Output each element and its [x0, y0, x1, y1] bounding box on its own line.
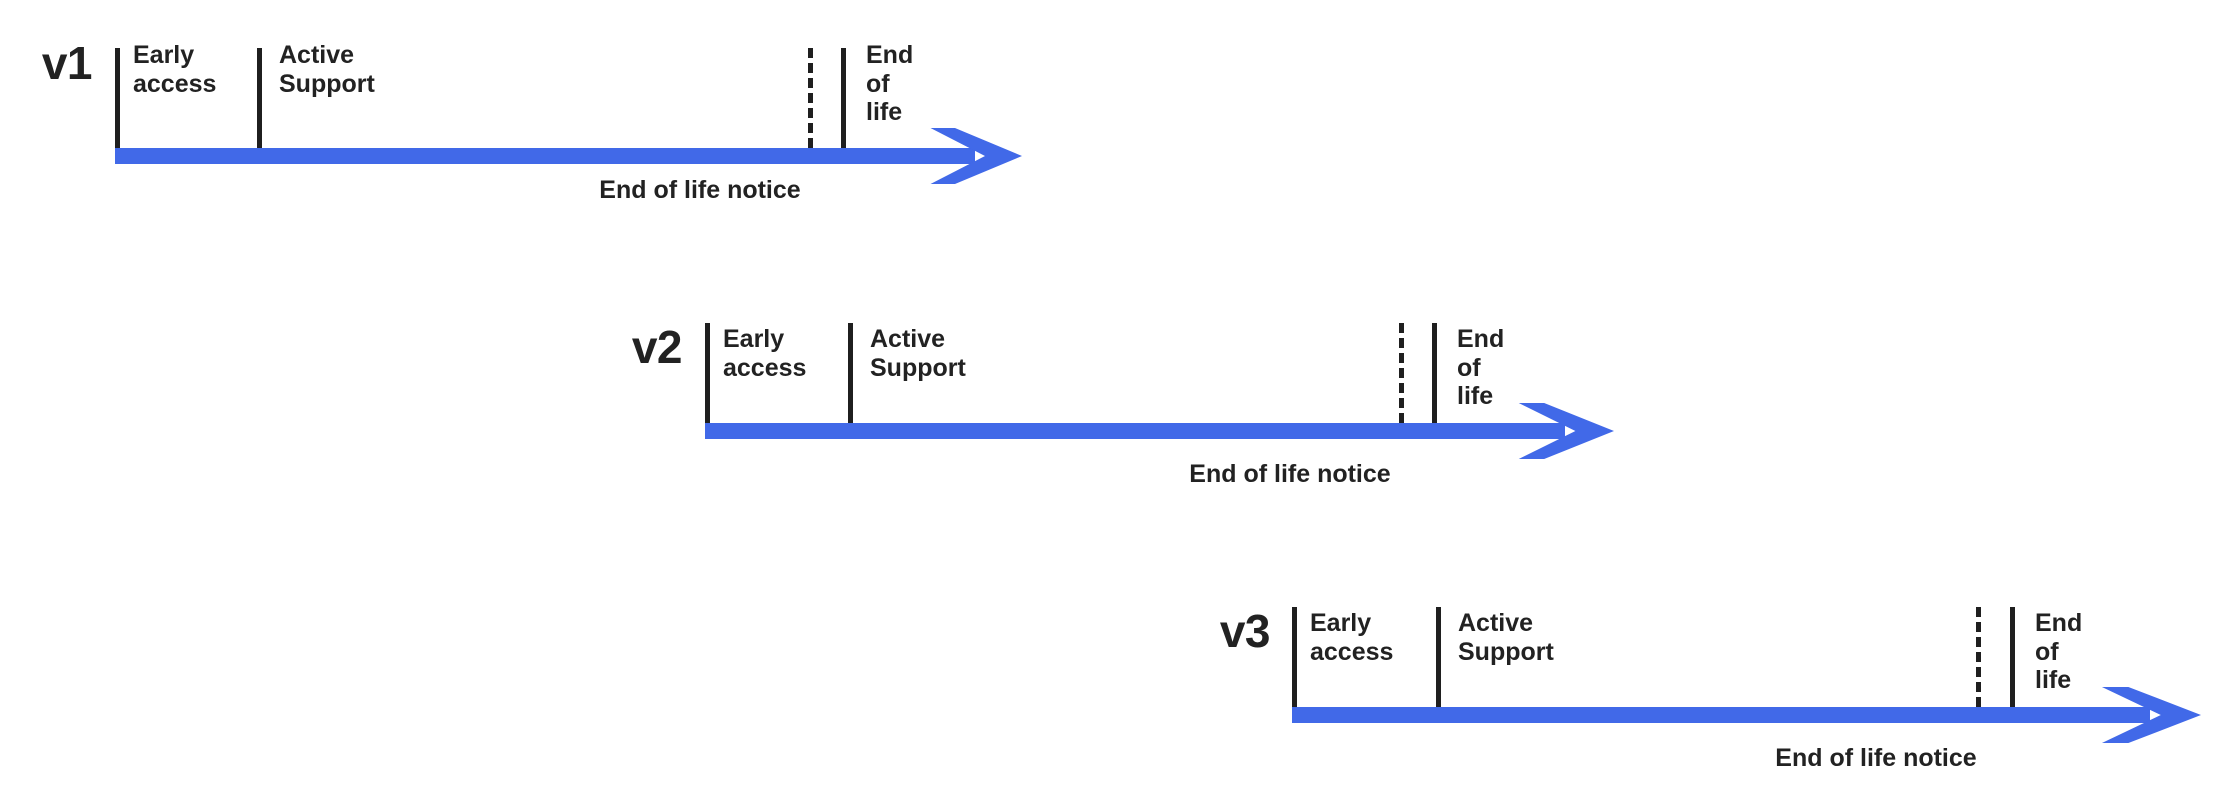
phase-divider-active-support-v1 [257, 48, 262, 148]
phase-label-active-support-v2: Active Support [870, 325, 966, 382]
lifecycle-arrow-head-v1 [925, 126, 1025, 186]
phase-label-end-of-life-v3: End of life [2035, 609, 2083, 694]
lifecycle-track-bar-v2 [705, 423, 1565, 439]
phase-label-end-of-life-v2: End of life [1457, 325, 1505, 410]
phase-label-early-access-v2: Early access [723, 325, 807, 382]
lifecycle-track-bar-v1 [115, 148, 975, 164]
lifecycle-track-bar-v3 [1292, 707, 2150, 723]
phase-label-end-of-life-v1: End of life [866, 41, 914, 126]
end-of-life-notice-marker-v1 [808, 48, 813, 148]
version-label-v2: v2 [631, 321, 683, 373]
phase-label-early-access-v1: Early access [133, 41, 217, 98]
phase-label-early-access-v3: Early access [1310, 609, 1394, 666]
end-of-life-notice-marker-v2 [1399, 323, 1404, 423]
phase-divider-end-of-life-v3 [2010, 607, 2015, 707]
phase-divider-active-support-v3 [1436, 607, 1441, 707]
phase-divider-start-v3 [1292, 607, 1297, 707]
phase-label-active-support-v1: Active Support [279, 41, 375, 98]
end-of-life-notice-marker-v3 [1976, 607, 1981, 707]
phase-divider-end-of-life-v2 [1432, 323, 1437, 423]
lifecycle-arrow-head-v3 [2096, 685, 2204, 745]
end-of-life-notice-label-v3: End of life notice [1775, 744, 1977, 772]
version-label-v1: v1 [41, 37, 93, 89]
phase-divider-start-v1 [115, 48, 120, 148]
lifecycle-arrow-head-v2 [1513, 401, 1617, 461]
phase-divider-end-of-life-v1 [841, 48, 846, 148]
end-of-life-notice-label-v1: End of life notice [599, 176, 801, 204]
end-of-life-notice-label-v2: End of life notice [1189, 460, 1391, 488]
version-label-v3: v3 [1219, 605, 1271, 657]
phase-divider-active-support-v2 [848, 323, 853, 423]
phase-divider-start-v2 [705, 323, 710, 423]
phase-label-active-support-v3: Active Support [1458, 609, 1554, 666]
